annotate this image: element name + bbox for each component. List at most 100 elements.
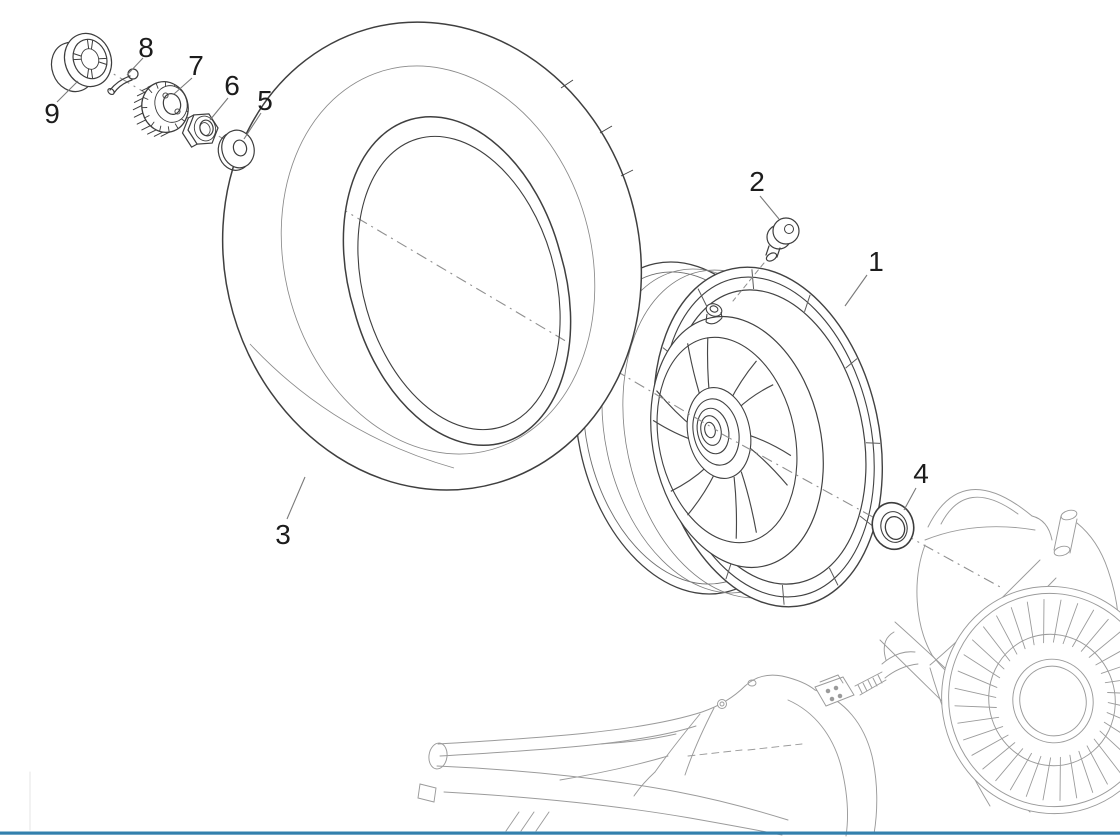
hex-nut-side xyxy=(181,114,198,148)
bottom-accent-bar xyxy=(0,831,1120,835)
fan-fin xyxy=(982,742,1016,770)
ring-nut-tooth xyxy=(142,96,149,100)
fan-fin xyxy=(1086,745,1108,785)
hub-cap-tab xyxy=(90,69,94,80)
pin-leg-2 xyxy=(113,79,133,94)
rim-spoke-line xyxy=(748,434,792,457)
swingarm-engine-drawing xyxy=(29,489,1120,837)
hub-cap-tabs xyxy=(72,38,108,80)
fan-fin xyxy=(1072,609,1095,648)
rim-ring-tick xyxy=(725,562,732,580)
rim-spoke-line xyxy=(733,476,738,539)
leader-2 xyxy=(759,195,780,220)
fan-fin xyxy=(957,670,998,688)
rim-ring-tick xyxy=(697,288,708,307)
seal-bore xyxy=(884,515,906,541)
engine-stud-base xyxy=(1053,545,1071,557)
rim-ring-tick xyxy=(865,442,881,444)
wheel-rim-drawing xyxy=(574,261,884,608)
fan-fin xyxy=(995,748,1024,782)
ring-nut-knurl-line xyxy=(147,82,157,88)
connector-pin xyxy=(837,693,843,699)
engine-bracket xyxy=(881,651,919,679)
tire-drawing xyxy=(221,21,643,491)
ring-nut-bore xyxy=(162,93,182,115)
swingarm-tube-bottom xyxy=(443,791,783,836)
arm-bolt-inner xyxy=(719,701,725,707)
callout-7: 7 xyxy=(188,50,204,81)
tire-body xyxy=(221,21,643,491)
engine-shoulder-2 xyxy=(1076,522,1119,616)
fan-fin xyxy=(1103,721,1120,733)
callout-4: 4 xyxy=(913,458,929,489)
rim-ring-tick xyxy=(751,269,755,290)
valve-screw-drawing xyxy=(732,217,800,302)
callout-2: 2 xyxy=(749,166,765,197)
fan-fin xyxy=(1078,750,1094,793)
hub-cap-tab xyxy=(91,39,94,50)
fan-fin xyxy=(983,626,1011,662)
hex-nut-drawing xyxy=(181,113,219,148)
arm-hump xyxy=(744,674,816,691)
callout-6: 6 xyxy=(224,70,240,101)
rim-ring-tick xyxy=(828,567,839,586)
fan-fin xyxy=(1026,601,1035,646)
hub-cap-tab xyxy=(72,53,82,57)
rim-face-plate xyxy=(656,336,798,544)
hub-cap-inner xyxy=(72,38,108,80)
tire-tread-edge-lower xyxy=(249,343,455,469)
fan-fin xyxy=(1009,752,1032,791)
tire-tread-nicks xyxy=(560,79,634,177)
rim-valve-hole xyxy=(709,305,719,313)
rim-spoke-line xyxy=(740,471,757,533)
ring-nut-knurl-line xyxy=(132,105,143,111)
hub-cap-tab xyxy=(98,61,108,65)
fan-fin xyxy=(1052,599,1062,643)
leader-6 xyxy=(209,97,229,121)
rim-ring-tick xyxy=(781,584,785,605)
fan-fin xyxy=(1042,757,1052,801)
cooling-fan-drawing xyxy=(941,585,1120,815)
hub-cap-tab xyxy=(86,68,89,79)
rim-spoke-line xyxy=(749,447,788,486)
callout-leaders xyxy=(56,57,917,520)
fan-fin xyxy=(1080,618,1109,652)
callout-9: 9 xyxy=(44,98,60,129)
rim-spoke-line xyxy=(687,474,715,516)
ring-nut-knurl-line xyxy=(136,119,147,125)
leader-3 xyxy=(286,476,306,520)
fan-fin xyxy=(1069,754,1078,799)
ring-nut-knurl-line xyxy=(147,129,157,135)
engine-stud xyxy=(1053,515,1078,554)
engine-dome-inner xyxy=(940,496,1019,525)
hub-cap-drawing xyxy=(50,32,113,93)
hub-cap-center xyxy=(80,48,100,70)
ring-nut-knurl-line xyxy=(153,131,164,137)
valve-head xyxy=(772,217,800,245)
fan-fin xyxy=(963,654,1001,679)
fan-fin xyxy=(996,615,1018,655)
fan-fin xyxy=(1088,631,1120,658)
fan-mid-ring xyxy=(988,633,1116,767)
tire-sidewall-boundary xyxy=(280,65,596,455)
ring-nut-hole-1 xyxy=(162,92,169,99)
hub-cap-front xyxy=(63,32,113,88)
connector-pin xyxy=(825,688,831,694)
fan-fin xyxy=(1010,607,1026,650)
connector-pin xyxy=(829,696,835,702)
fan-fin xyxy=(1093,738,1120,774)
ring-nut-tooth xyxy=(174,123,179,130)
seal-outer xyxy=(871,501,915,551)
tire-bead-inner xyxy=(357,135,561,431)
callout-8: 8 xyxy=(138,32,154,63)
ring-nut-tooth xyxy=(150,121,155,127)
ring-nut-tooth xyxy=(159,125,162,132)
washer-hole xyxy=(232,139,248,157)
engine-shoulder-1 xyxy=(1031,515,1053,541)
ring-nut-tooth xyxy=(167,126,170,133)
arm-right-outer xyxy=(814,689,878,835)
axle-parts-drawing xyxy=(50,32,255,171)
swingarm-fork-1 xyxy=(654,713,701,773)
